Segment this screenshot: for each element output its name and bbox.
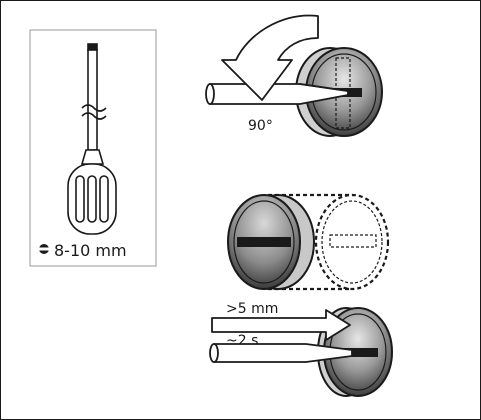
insert-depth-label: >5 mm [226,301,278,317]
push-knob-slot [338,348,378,357]
step-rotate: 90° [205,14,383,137]
step-push: >5 mm ~2 s [209,301,393,397]
push-arrow-icon [211,309,351,341]
rotate-arrow-icon [221,14,319,101]
screwdriver-shaft [205,83,349,105]
step-remove [227,193,390,291]
blade-width-label: 8-10 mm [54,241,127,260]
rotate-angle-label: 90° [248,118,273,134]
push-screwdriver-shaft [209,343,353,363]
screwdriver-panel: 8-10 mm [29,29,157,267]
blade-width-icon [37,244,51,254]
screwdriver-icon [67,43,117,235]
removed-knob-slot [237,237,291,247]
